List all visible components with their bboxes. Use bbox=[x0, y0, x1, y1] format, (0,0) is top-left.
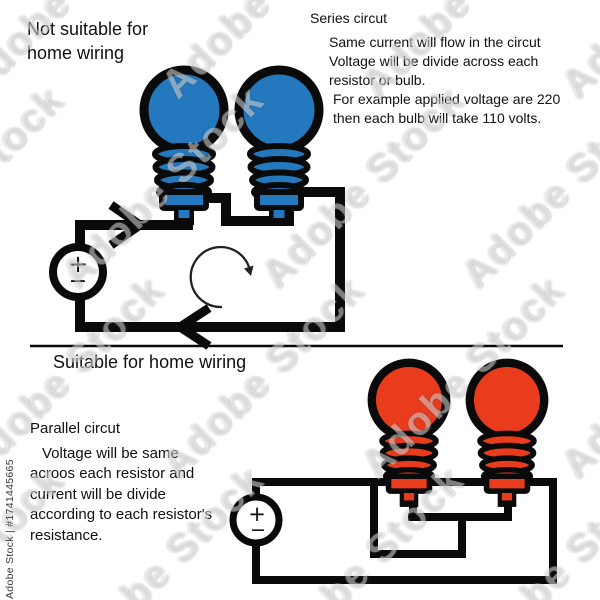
parallel-note-line: acroos each resistor and bbox=[30, 465, 195, 482]
series-heading-line1: Not suitable for bbox=[27, 19, 149, 39]
clockwise-current-arrow-icon bbox=[189, 245, 254, 309]
series-heading: Not suitable for home wiring bbox=[27, 17, 148, 65]
series-wire-top bbox=[75, 220, 193, 249]
battery-plus-symbol: + bbox=[68, 250, 88, 278]
current-arrow-left-icon bbox=[171, 304, 212, 350]
series-note-line: Voltage will be divide across each bbox=[329, 53, 539, 69]
parallel-notes: Parallel circut Voltage will be same acr… bbox=[30, 419, 212, 546]
battery-icon: + − bbox=[229, 493, 283, 547]
parallel-note-line: resistance. bbox=[30, 526, 103, 544]
parallel-note-line: current will be divide bbox=[30, 485, 166, 503]
parallel-wire-outer-loop bbox=[252, 478, 557, 584]
parallel-heading: Suitable for home wiring bbox=[53, 352, 247, 372]
parallel-note-line: according to each resistor's bbox=[30, 506, 213, 523]
current-arrow-right-icon bbox=[108, 201, 148, 249]
series-notes-title: Series circut bbox=[310, 10, 388, 26]
parallel-circuit: + − bbox=[229, 363, 557, 584]
parallel-wire-bulb-junction bbox=[408, 499, 512, 521]
battery-minus-symbol: − bbox=[250, 519, 266, 541]
battery-minus-symbol: − bbox=[69, 269, 87, 294]
series-note-line: For example applied voltage are 220 bbox=[333, 91, 561, 107]
battery-icon: + − bbox=[49, 243, 107, 301]
blue-bulb-icon bbox=[239, 70, 319, 225]
series-note-line: resistor or bulb. bbox=[329, 72, 426, 88]
parallel-note-line: Voltage will be same bbox=[42, 444, 179, 462]
series-notes: Series circut Same current will flow in … bbox=[310, 9, 560, 128]
series-note-line: Same current will flow in the circut bbox=[329, 34, 541, 50]
series-heading-line2: home wiring bbox=[27, 43, 125, 63]
parallel-wire-battery-top bbox=[252, 478, 386, 499]
battery-plus-symbol: + bbox=[248, 502, 266, 526]
series-note-line: then each bulb will take 110 volts. bbox=[333, 110, 542, 126]
series-circuit: + − bbox=[49, 70, 345, 350]
parallel-notes-title: Parallel circut bbox=[30, 420, 121, 437]
parallel-wire-step bbox=[370, 478, 466, 558]
